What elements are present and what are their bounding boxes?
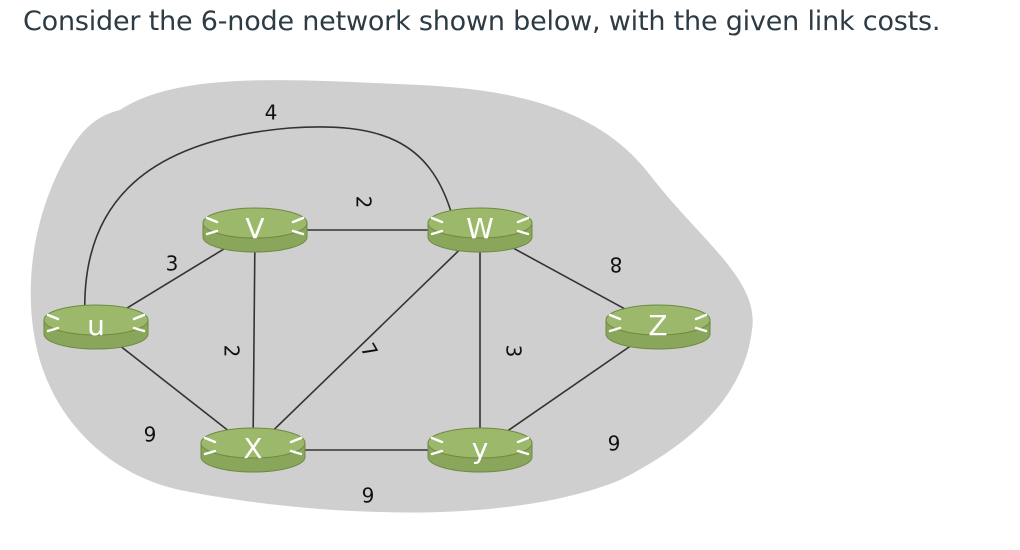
node-label-y: y [472,432,489,465]
link-y-z [479,326,659,451]
link-cost-v-x: 2 [220,345,244,358]
link-u-w [84,126,453,319]
router-top [427,207,533,239]
link-cost-w-z: 8 [610,253,623,277]
node-label-z: Z [648,309,667,342]
node-label-w: W [466,212,494,245]
node-label-v: V [245,212,264,245]
link-cost-u-x: 6 [144,422,157,446]
router-top [43,304,149,336]
router-top [202,207,308,239]
link-cost-u-v: 3 [166,252,179,276]
router-w: W [427,207,533,253]
router-arrows [430,216,530,236]
router-arrows [46,313,146,333]
link-x-w [252,229,481,451]
node-label-u: u [87,309,105,342]
question-text: Consider the 6-node network shown below,… [23,6,941,37]
router-top [605,304,711,336]
link-cost-v-w: 2 [352,196,376,209]
router-top [200,427,306,459]
router-v: V [202,207,308,253]
router-arrows [608,313,708,333]
router-z: Z [605,304,711,350]
link-cost-u-w: 4 [265,101,278,125]
router-y: y [427,427,533,473]
router-arrows [205,216,305,236]
link-cost-y-z: 6 [608,431,621,455]
router-u: u [43,304,149,350]
router-arrows [430,436,530,456]
link-cost-w-y: 3 [502,345,526,358]
link-cost-x-y: 6 [362,483,375,507]
network-cloud [30,80,753,513]
router-x: X [200,427,306,473]
node-label-x: X [243,432,262,465]
router-top [427,427,533,459]
link-v-x [252,229,256,451]
router-arrows [203,436,303,456]
